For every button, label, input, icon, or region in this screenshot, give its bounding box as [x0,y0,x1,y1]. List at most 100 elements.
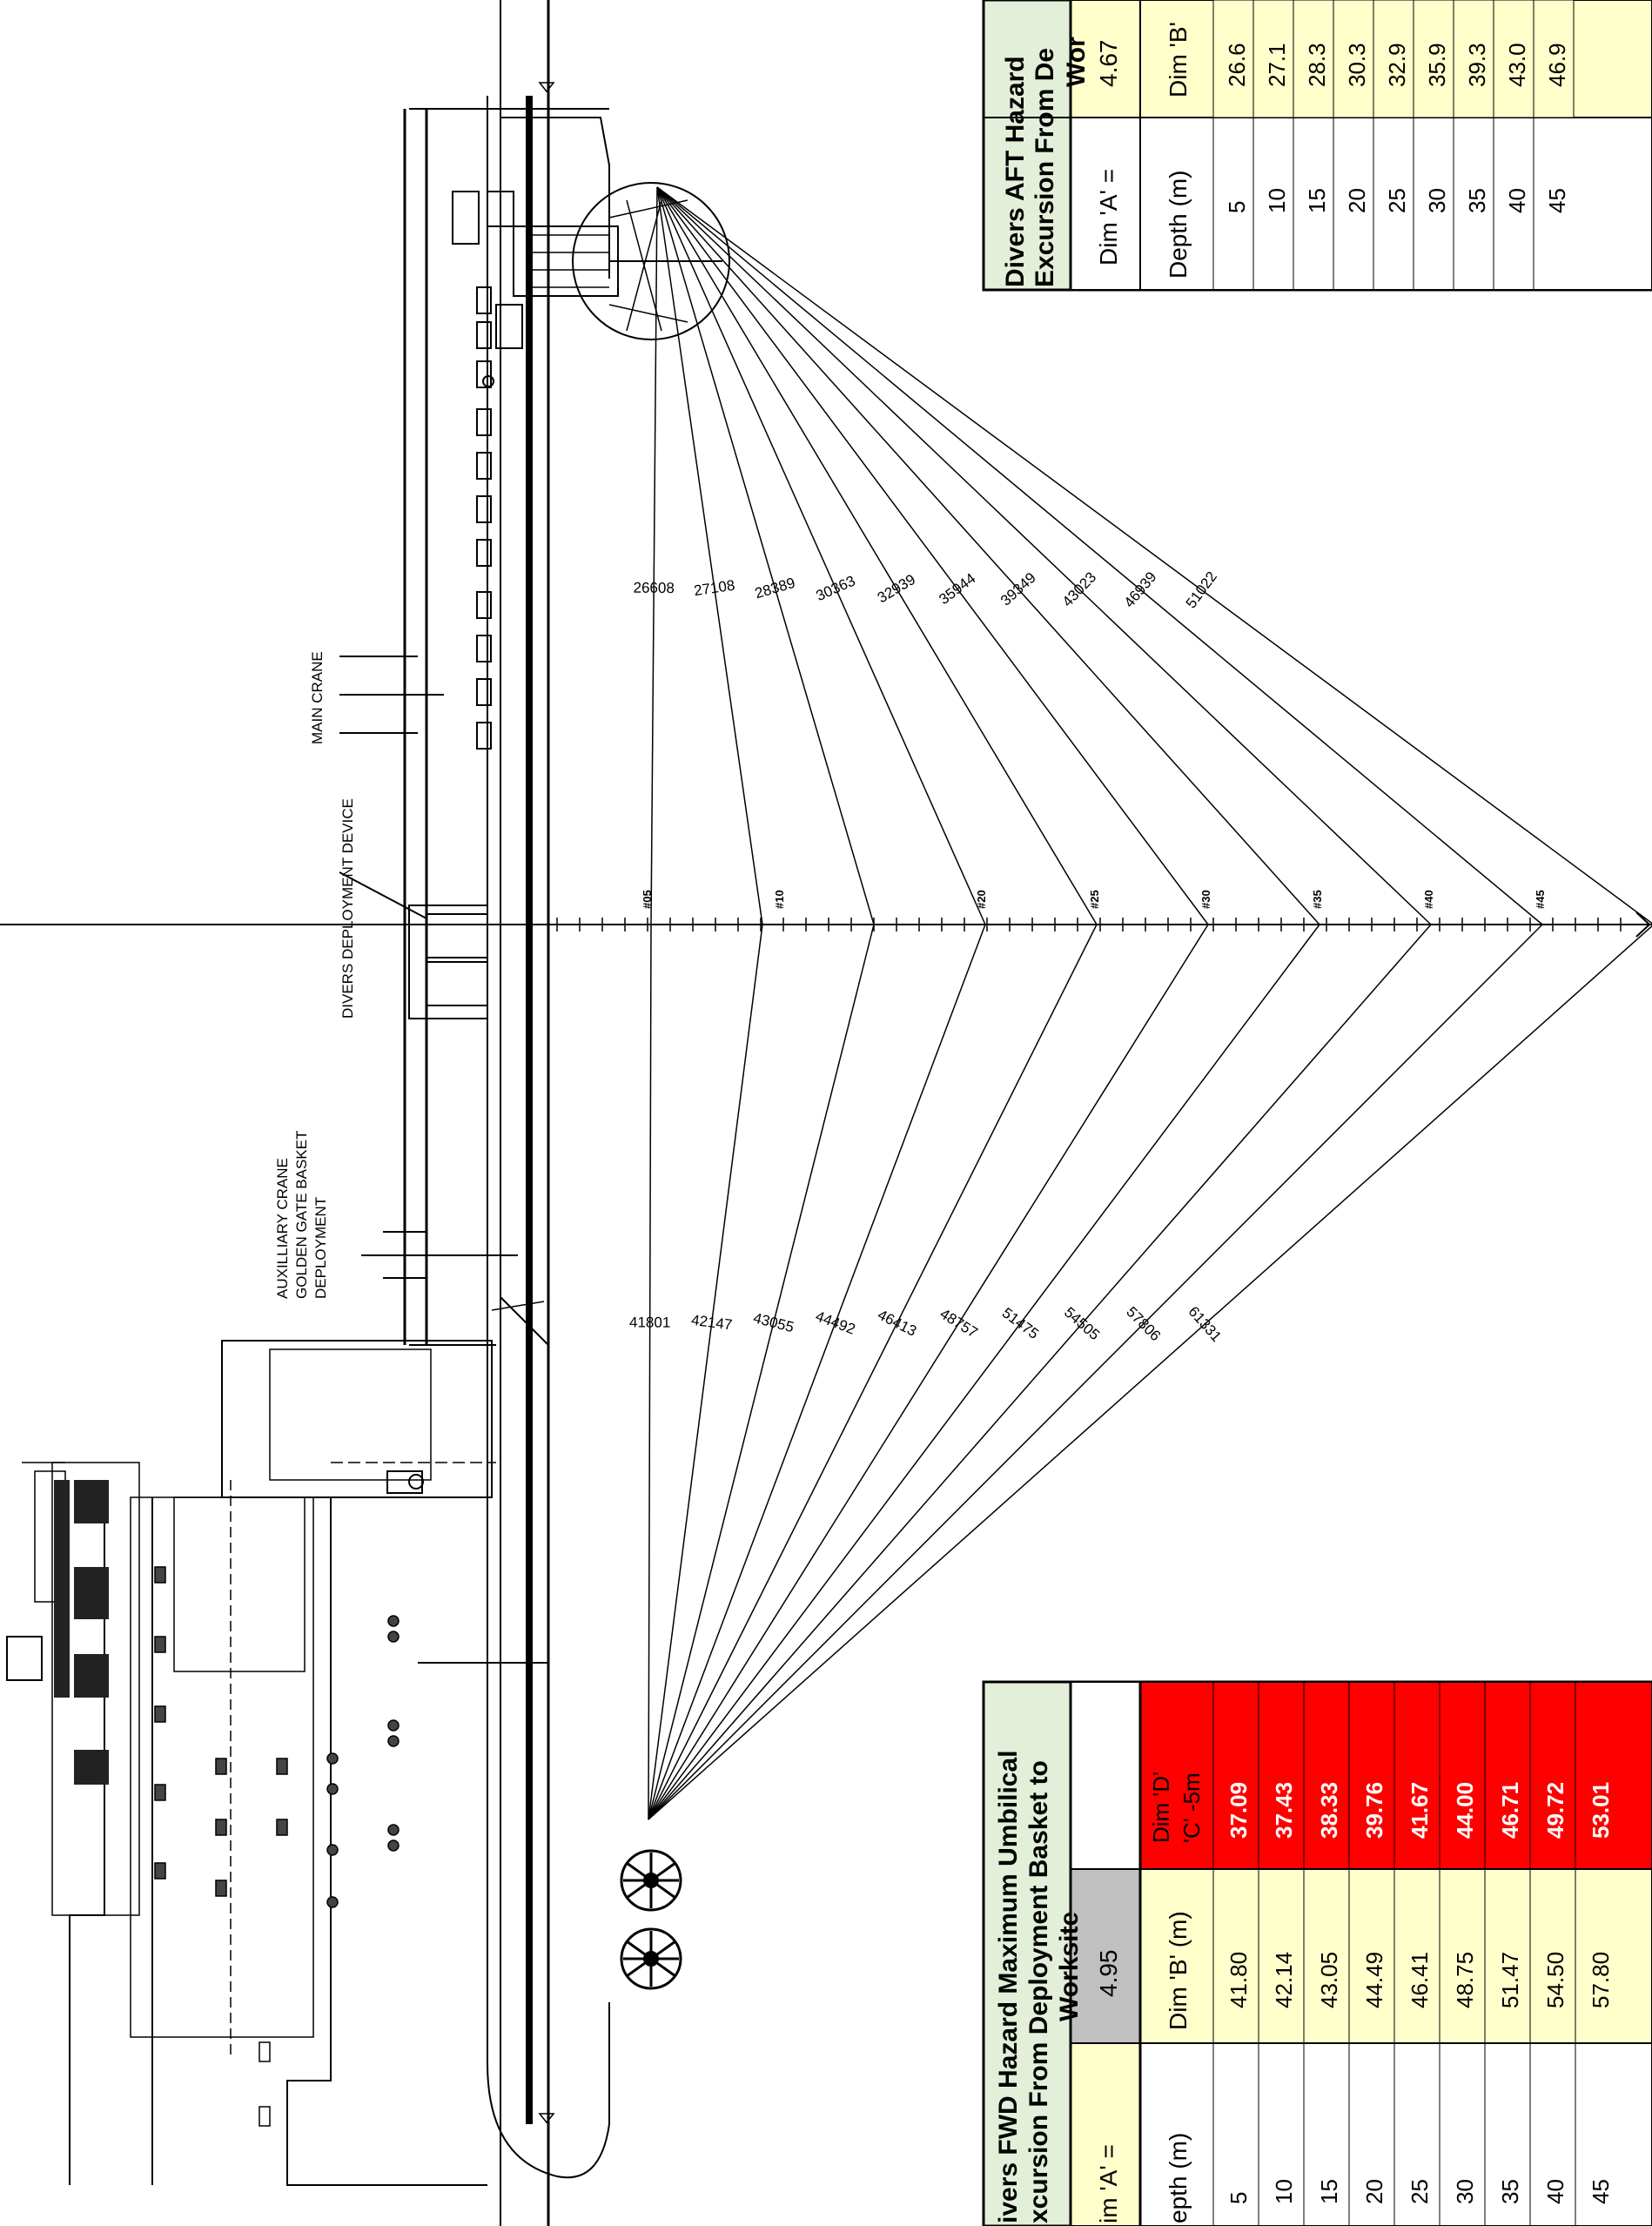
aft-b-value: 39.3 [1464,43,1490,87]
aft-b-value: 30.3 [1344,43,1370,87]
aft-measurement-label: 28389 [753,575,797,602]
aft-b-value: 27.1 [1264,43,1290,87]
aft-measurement-label: 46939 [1121,568,1160,610]
fwd-umbilical-line [648,924,1543,1820]
aft-umbilical-line [656,186,1209,925]
depth-marker-label: #40 [1422,890,1435,909]
auxiliary-crane-label-2: GOLDEN GATE BASKET [293,1131,310,1299]
fwd-b-value: 43.05 [1316,1952,1342,2008]
aft-umbilical-line [656,186,875,925]
fwd-b-value: 57.80 [1588,1952,1614,2008]
fwd-measurement-label: 42147 [690,1312,733,1334]
depth-marker-label: #45 [1534,890,1547,909]
depth-marker-label: #05 [641,890,654,909]
fwd-d-value: 49.72 [1542,1782,1568,1839]
fwd-d-value: 39.76 [1361,1782,1387,1839]
aft-measurement-label: 51022 [1183,568,1220,611]
fwd-depth-cell: 45 [1588,2179,1614,2204]
depth-marker-label: #30 [1199,890,1212,909]
auxiliary-crane-label-3: DEPLOYMENT [312,1197,329,1299]
fwd-d-value: 53.01 [1588,1782,1614,1839]
equipment-labels: MAIN CRANE DIVERS DEPLOYMENT DEVICE AUXI… [274,651,356,1299]
aft-dim-a-value: 4.67 [1095,40,1122,88]
auxiliary-crane-label-1: AUXILLIARY CRANE [274,1158,291,1299]
portholes [154,1566,400,1908]
bow-thrusters [620,1849,682,1990]
umbilical-lines [648,186,1652,1820]
fwd-d-value: 38.33 [1316,1782,1342,1839]
fwd-umbilical-line [648,924,875,1820]
aft-depth-cell: 45 [1544,188,1570,213]
aft-col-b: Dim 'B' [1165,22,1192,98]
fwd-col-d-2: 'C' -5m [1179,1772,1205,1843]
aft-b-value: 46.9 [1544,43,1570,87]
aft-title-line-2: Excursion From De [1031,48,1059,287]
fwd-depth-cell: 25 [1407,2179,1433,2204]
depth-plumb-line [0,911,1652,938]
fwd-measurement-label: 44492 [813,1308,857,1337]
depth-marker-label: #35 [1311,890,1324,909]
aft-hazard-table: 526.61027.11528.32030.32532.93035.93539.… [982,0,1652,292]
fwd-col-b: Dim 'B' (m) [1165,1911,1192,2030]
fwd-dim-a-label: im 'A' = [1095,2144,1122,2223]
fwd-measurement-label: 48757 [937,1305,980,1341]
depth-marker-label: #20 [975,890,988,909]
aft-depth-cell: 30 [1424,188,1450,213]
fwd-b-value: 42.14 [1271,1952,1297,2008]
fwd-depth-cell: 20 [1361,2179,1387,2204]
fwd-umbilical-line [648,925,1652,1820]
fwd-measurement-label: 61331 [1185,1303,1226,1345]
divers-deployment-device-label: DIVERS DEPLOYMENT DEVICE [339,798,356,1019]
aft-b-cell [1373,0,1414,118]
aft-b-value: 26.6 [1224,43,1250,87]
aft-b-value: 28.3 [1304,43,1330,87]
fwd-col-depth: epth (m) [1165,2133,1192,2223]
aft-umbilical-line [656,186,763,925]
fwd-depth-cell: 10 [1271,2179,1297,2204]
fwd-b-value: 48.75 [1452,1952,1478,2008]
fwd-title-line-2: xcursion From Deployment Basket to [1024,1760,1053,2223]
fwd-umbilical-line [648,924,1098,1820]
aft-measurement-label: 32939 [875,571,918,607]
aft-depth-cell: 25 [1384,188,1410,213]
fwd-umbilical-line [648,924,1432,1820]
main-crane-label: MAIN CRANE [309,651,326,744]
fwd-d-value: 37.43 [1271,1782,1297,1839]
fwd-umbilical-line [648,924,763,1820]
fwd-measurement-label: 54505 [1061,1304,1103,1343]
aft-depth-cell: 40 [1504,188,1530,213]
aft-title-line-3: Wor [1062,37,1091,87]
fwd-hazard-table: 541.8037.091042.1437.431543.0538.332044.… [982,1680,1652,2226]
fwd-depth-cell: 40 [1542,2179,1568,2204]
aft-title-line-1: Divers AFT Hazard [1001,56,1030,287]
aft-depth-cell: 10 [1264,188,1290,213]
fwd-d-value: 44.00 [1452,1782,1478,1839]
crane-leaders [339,656,518,1279]
aft-measurement-label: 27108 [693,577,735,599]
aft-b-value: 35.9 [1424,43,1450,87]
aft-table-rows: 526.61027.11528.32030.32532.93035.93539.… [1212,0,1575,290]
depth-marker-labels: #05#10#20#25#30#35#40#45 [641,890,1547,909]
fwd-b-value: 46.41 [1407,1952,1433,2008]
fwd-title-line-1: ivers FWD Hazard Maximum Umbilical [994,1751,1023,2224]
aft-umbilical-line [656,186,1652,925]
fwd-umbilical-line [648,924,652,1820]
aft-b-value: 43.0 [1504,43,1530,87]
aft-umbilical-line [650,186,658,925]
fwd-umbilical-line [648,924,1209,1820]
fwd-b-value: 44.49 [1361,1952,1387,2008]
aft-measurement-label: 35944 [936,570,978,609]
fwd-col-d-1: Dim 'D' [1148,1772,1174,1843]
depth-marker-label: #10 [773,890,786,909]
fwd-table-rows: 541.8037.091042.1437.431543.0538.332044.… [1212,1682,1614,2226]
aft-depth-cell: 15 [1304,188,1330,213]
aft-propulsion-unit [513,182,730,340]
aft-dim-a-label: Dim 'A' = [1095,169,1122,266]
fwd-measurement-label: 43055 [752,1309,796,1335]
aft-b-cell [1252,0,1294,118]
aft-depth-cell: 35 [1464,188,1490,213]
fwd-d-value: 46.71 [1497,1782,1523,1839]
